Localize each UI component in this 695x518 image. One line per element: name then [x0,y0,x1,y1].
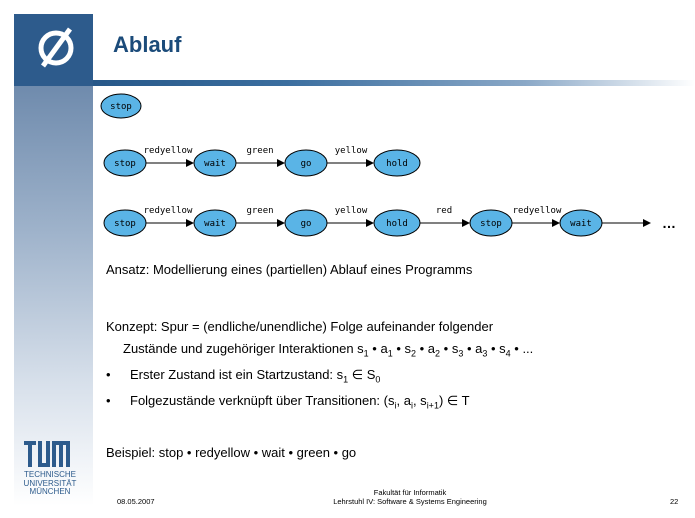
sidebar-decoration [14,86,93,506]
state-label: wait [204,159,226,169]
ansatz-text: Ansatz: Modellierung eines (partiellen) … [106,262,473,277]
page-number: 22 [670,497,679,506]
edge-label: green [246,206,273,216]
edge-label: yellow [335,206,368,216]
edge-label: redyellow [144,206,193,216]
bullet2-text: Folgezustände verknüpft über Transitione… [130,393,470,411]
footer-chair: Lehrstuhl IV: Software & Systems Enginee… [333,497,487,506]
state-label: stop [114,219,136,229]
row1-state-stop: stop [100,93,142,119]
edge-label: redyellow [513,206,562,216]
university-name: TECHNISCHE UNIVERSITÄT MÜNCHEN [14,470,86,497]
state-label: wait [204,219,226,229]
state-label: go [301,219,312,229]
state-label: stop [480,219,502,229]
beispiel-text: Beispiel: stop • redyellow • wait • gree… [106,445,357,460]
university-line: TECHNISCHE [23,470,76,479]
row2: stop wait go hold redyellow green yellow [103,146,421,177]
state-label: go [301,159,312,169]
edge-label: green [246,146,273,156]
empty-set-logo-icon [38,27,74,68]
tum-logo-icon [24,441,70,467]
footer-faculty: Fakultät für Informatik [373,488,447,497]
state-label: stop [110,102,132,112]
edge-label: yellow [335,146,368,156]
state-label: hold [386,219,408,229]
konzept-line2: Zustände und zugehöriger Interaktionen s… [123,341,534,359]
bullet1-text: Erster Zustand ist ein Startzustand: s1 … [130,367,381,385]
university-line: MÜNCHEN [29,487,71,496]
state-label: wait [570,219,592,229]
edge-label: redyellow [144,146,193,156]
ellipsis: … [662,215,676,231]
footer-date: 08.05.2007 [117,497,155,506]
page-title: Ablauf [113,32,182,57]
bullet-dot: • [106,393,111,408]
title-panel [93,14,693,80]
state-label: hold [386,159,408,169]
bullet-dot: • [106,367,111,382]
konzept-line1: Konzept: Spur = (endliche/unendliche) Fo… [106,319,494,334]
row3: stop wait go hold stop wait redyellow gr… [103,206,676,237]
edge-label: red [436,206,452,216]
university-line: UNIVERSITÄT [23,478,77,488]
state-label: stop [114,159,136,169]
